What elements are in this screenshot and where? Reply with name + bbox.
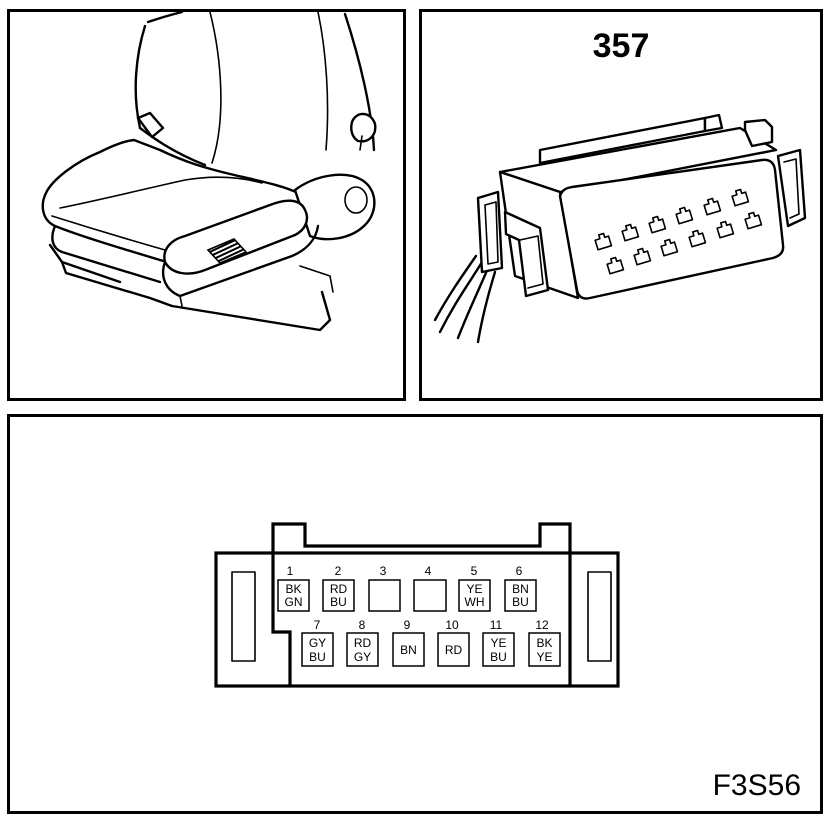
pinout-housing [214, 522, 620, 688]
pin-wire-color: BU [309, 650, 326, 664]
pin-wire-color: YE [490, 636, 506, 650]
pin-5: 5 YE WH [458, 564, 491, 612]
connector-pin-hole [731, 188, 750, 207]
pin-cavity [301, 632, 334, 667]
pinout-latch-right [587, 571, 612, 662]
pin-wire-color: WH [465, 595, 485, 609]
connector-pin-hole [660, 238, 679, 257]
pin-cavity [437, 632, 470, 667]
pin-4: 4 [413, 564, 447, 612]
pin-number: 11 [490, 618, 503, 632]
pin-wire-color: YE [536, 650, 552, 664]
pin-3: 3 [368, 564, 401, 612]
connector-pin-hole [621, 223, 640, 242]
pin-number: 8 [359, 618, 366, 632]
seat-adjust-lever [206, 238, 248, 264]
pin-cavity [528, 632, 561, 667]
pin-wire-color: BK [536, 636, 552, 650]
pin-6: 6 BN BU [504, 564, 537, 612]
connector-pin-hole [675, 206, 694, 225]
connector-body [498, 113, 778, 300]
pin-wire-color: RD [330, 582, 348, 596]
connector-front-face [558, 158, 785, 300]
pin-wire-color: RD [445, 643, 463, 657]
pin-number: 4 [425, 564, 432, 578]
pin-number: 6 [516, 564, 523, 578]
pin-cavity [458, 579, 491, 612]
pin-number: 3 [380, 564, 387, 578]
connector-pin-hole [633, 247, 652, 266]
pin-12: 12 BK YE [528, 618, 561, 667]
pinout-panel [7, 414, 823, 814]
pin-cavity [322, 579, 355, 612]
connector-latch-right [776, 148, 807, 228]
pin-wire-color: BU [512, 595, 529, 609]
pin-number: 5 [471, 564, 478, 578]
seat-backrest-hinge [350, 112, 377, 151]
pin-cavity [482, 632, 515, 667]
pin-number: 1 [287, 564, 294, 578]
pin-10: 10 RD [437, 618, 470, 667]
pin-cavity-empty [368, 579, 401, 612]
pin-cavity [392, 632, 425, 667]
pin-number: 10 [445, 618, 459, 632]
pin-wire-color: BU [330, 595, 347, 609]
pin-wire-color: GY [309, 636, 326, 650]
connector-pin-hole [648, 215, 667, 234]
wire-harness [433, 254, 497, 344]
pin-wire-color: YE [466, 582, 482, 596]
pin-1: 1 BK GN [277, 564, 310, 612]
pin-cavity [277, 579, 310, 612]
seat-backrest [134, 12, 376, 167]
connector-latch-left [476, 190, 550, 298]
pin-cavity-empty [413, 579, 447, 612]
seat-rail [48, 224, 334, 332]
pin-wire-color: BK [285, 582, 301, 596]
seat-illustration [41, 12, 377, 332]
connector-pin-holes [594, 188, 763, 275]
pinout-latch-left [231, 571, 256, 662]
pin-wire-color: BN [400, 643, 417, 657]
pin-7: 7 GY BU [301, 618, 334, 667]
connector-pin-hole [594, 232, 613, 251]
pinout-diagram: 1 BK GN 2 RD BU 3 4 5 YE WH 6 BN [214, 522, 620, 688]
pin-wire-color: BU [490, 650, 507, 664]
pin-8: 8 RD GY [346, 618, 379, 667]
pin-number: 9 [404, 618, 411, 632]
pin-11: 11 YE BU [482, 618, 515, 667]
connector-illustration [433, 113, 807, 344]
figure-code: F3S56 [713, 769, 801, 802]
pin-wire-color: GY [354, 650, 371, 664]
pin-wire-color: BN [512, 582, 529, 596]
pin-number: 12 [535, 618, 549, 632]
connector-pin-hole [688, 229, 707, 248]
pin-cavity [346, 632, 379, 667]
pin-cavity [504, 579, 537, 612]
connector-pin-hole [744, 211, 763, 230]
connector-number: 357 [593, 27, 650, 65]
seat-side-trim [161, 173, 376, 298]
connector-pin-hole [606, 256, 625, 275]
pin-number: 2 [335, 564, 342, 578]
pin-wire-color: GN [285, 595, 303, 609]
pin-number: 7 [314, 618, 321, 632]
pin-wire-color: RD [354, 636, 372, 650]
pin-2: 2 RD BU [322, 564, 355, 612]
connector-pin-hole [703, 197, 722, 216]
pin-9: 9 BN [392, 618, 425, 667]
connector-pin-hole [716, 220, 735, 239]
